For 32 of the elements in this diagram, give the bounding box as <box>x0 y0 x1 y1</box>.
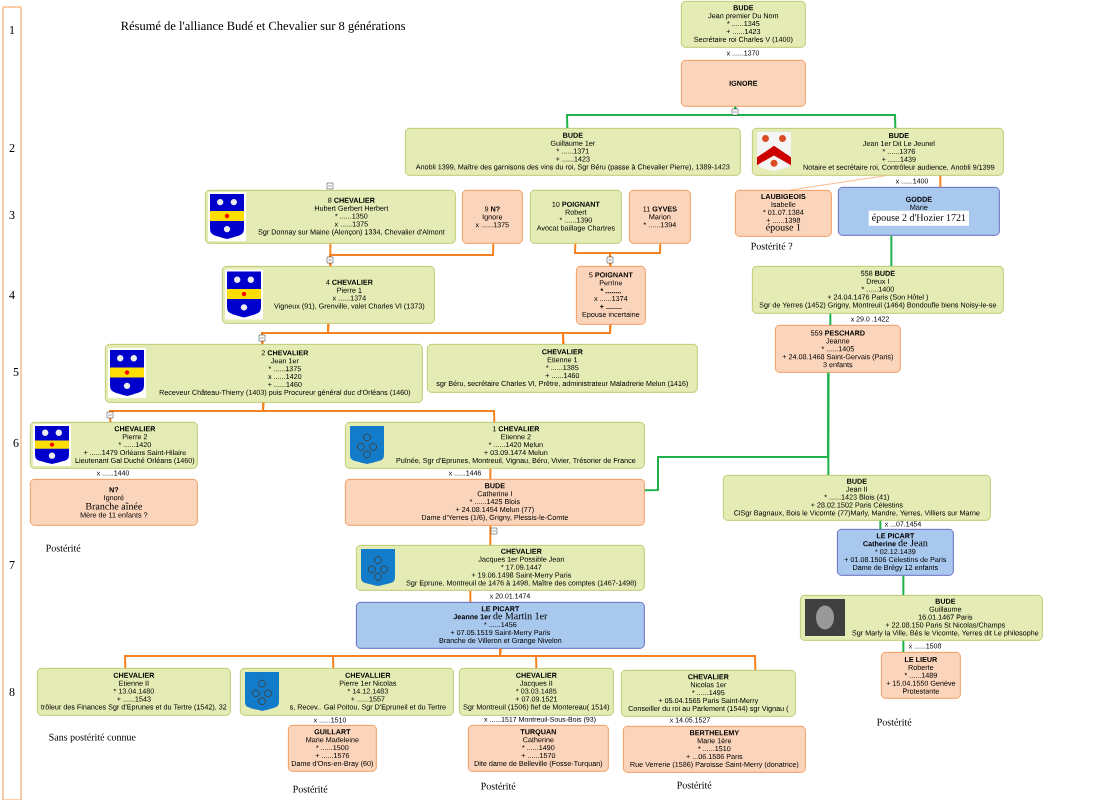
connector-line <box>902 639 905 653</box>
connector-line <box>829 312 832 326</box>
connector-line <box>469 589 472 603</box>
note: Postérité <box>46 544 81 552</box>
title: Résumé de l'alliance Budé et Chevalier sur 8 générations <box>121 21 406 33</box>
connector-line <box>939 174 942 188</box>
generation-number: 7 <box>9 561 15 569</box>
generation-number: 3 <box>9 210 15 219</box>
connector-line <box>733 105 897 129</box>
generation-number: 6 <box>13 438 19 447</box>
connector-line <box>489 467 492 480</box>
note: Postérité <box>481 782 516 790</box>
connector-line <box>609 242 662 267</box>
generation-number: 4 <box>9 291 15 299</box>
note: Sans postérité connue <box>49 733 136 743</box>
connector-line <box>879 519 882 530</box>
generation-number: 5 <box>13 368 19 376</box>
generation-number: 8 <box>9 687 15 697</box>
note: Postérité ? <box>751 242 793 250</box>
connector-line <box>261 401 496 423</box>
connector-line <box>328 242 495 267</box>
connector-line <box>902 574 905 596</box>
generation-number: 2 <box>9 144 15 152</box>
note: Postérité <box>877 718 912 726</box>
connector-line <box>561 323 612 345</box>
connector-line <box>643 371 830 492</box>
note: Postérité <box>293 785 328 793</box>
note: Postérité <box>677 781 712 789</box>
connector-line <box>498 647 757 671</box>
connector-line <box>890 234 893 267</box>
generation-number: 1 <box>10 26 15 34</box>
connector-line <box>489 524 492 546</box>
